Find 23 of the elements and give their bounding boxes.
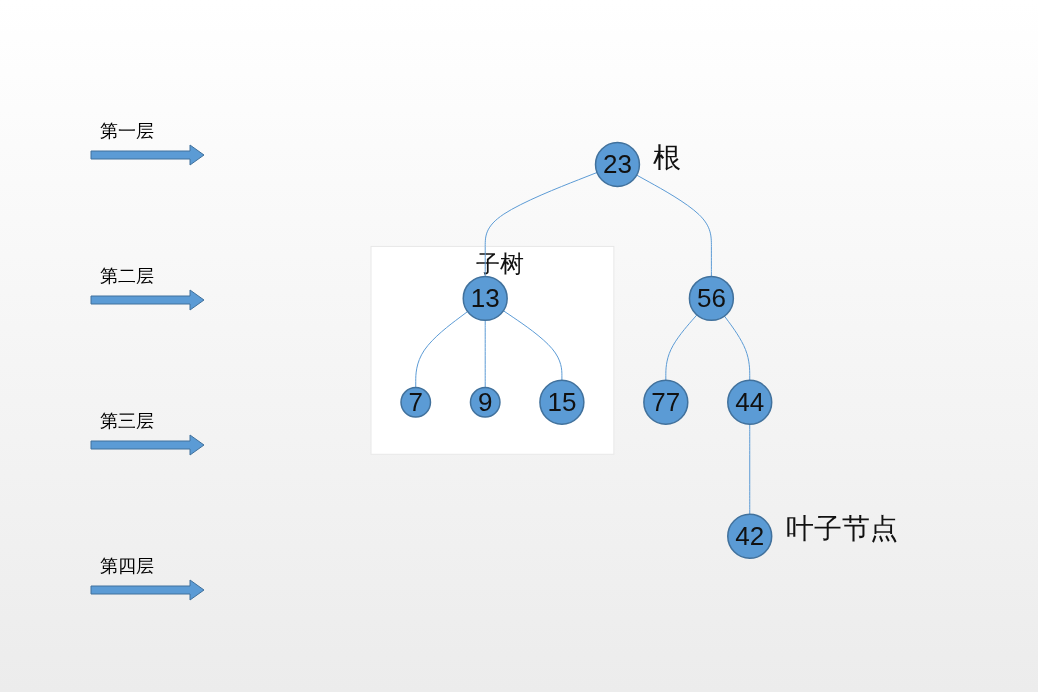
connector — [503, 310, 563, 382]
level-label: 第二层 — [100, 264, 154, 288]
connector — [415, 311, 469, 389]
level-label: 第四层 — [100, 554, 154, 578]
node-circle: 23 — [595, 142, 641, 188]
node-circle: 56 — [689, 276, 735, 322]
node-caption: 叶子节点 — [786, 513, 899, 545]
connector — [636, 175, 713, 278]
connector — [665, 314, 698, 382]
node-circle: 13 — [462, 276, 509, 322]
node-circle: 9 — [470, 387, 502, 419]
node-circle: 42 — [727, 513, 773, 560]
connector — [485, 172, 598, 278]
node-circle: 15 — [539, 380, 585, 426]
connector — [485, 320, 487, 389]
level-label: 第三层 — [100, 409, 154, 433]
connector — [749, 424, 751, 516]
node-circle: 44 — [727, 380, 773, 426]
connector — [724, 315, 751, 382]
node-circle: 77 — [643, 380, 689, 426]
node-circle: 7 — [400, 387, 432, 419]
level-label: 第一层 — [100, 119, 154, 143]
node-caption: 根 — [653, 141, 682, 173]
